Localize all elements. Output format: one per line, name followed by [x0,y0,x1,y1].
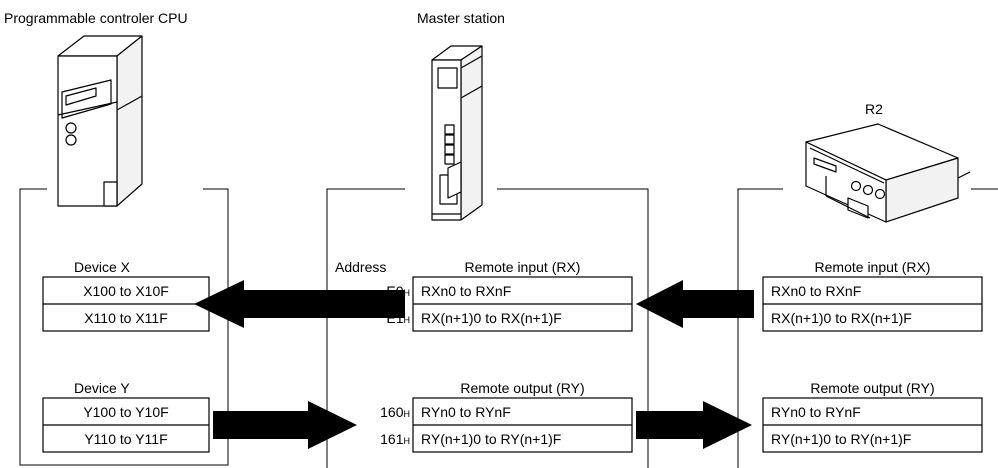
arrow-master-to-cpu [194,280,405,328]
address-label: Address [335,259,387,275]
device-x-row: X100 to X10F [83,283,169,299]
cpu-title: Programmable controler CPU [4,10,188,26]
address-e0: E0H [386,283,410,299]
master-section-bracket [326,188,649,468]
device-y-row: Y100 to Y10F [83,404,169,420]
master-remote-output-table [412,397,633,453]
remote-module-device [805,123,971,223]
master-remote-input-table [412,276,633,332]
address-e1: E1H [386,310,410,326]
master-remote-output-row: RY(n+1)0 to RY(n+1)F [421,431,562,447]
master-remote-input-row: RX(n+1)0 to RX(n+1)F [421,310,562,326]
remote-output-label: Remote output (RY) [810,380,935,396]
remote-input-row: RXn0 to RXnF [771,283,862,299]
cpu-section-bracket [19,188,229,466]
remote-output-row: RY(n+1)0 to RY(n+1)F [771,431,912,447]
master-remote-input-row: RXn0 to RXnF [421,283,512,299]
remote-input-label: Remote input (RX) [814,259,931,275]
address-161: 161H [380,431,410,447]
master-remote-output-label: Remote output (RY) [460,380,585,396]
device-x-label: Device X [74,259,131,275]
plc-cpu-device [57,35,143,207]
remote-title: R2 [865,101,883,117]
master-remote-input-label: Remote input (RX) [464,259,581,275]
master-title: Master station [417,10,505,26]
remote-section-bracket [737,188,998,468]
arrow-master-to-remote [636,401,752,449]
remote-output-table [762,397,983,453]
arrow-remote-to-master [636,280,754,328]
remote-input-row: RX(n+1)0 to RX(n+1)F [771,310,912,326]
device-y-table [42,397,210,453]
device-y-label: Device Y [74,380,130,396]
remote-input-table [762,276,983,332]
master-remote-output-row: RYn0 to RYnF [421,404,511,420]
remote-output-row: RYn0 to RYnF [771,404,861,420]
address-160: 160H [380,404,410,420]
device-y-row: Y110 to Y11F [84,431,168,447]
master-station-device [431,45,483,221]
arrow-cpu-to-master [213,401,357,449]
device-x-row: X110 to X11F [84,310,168,326]
